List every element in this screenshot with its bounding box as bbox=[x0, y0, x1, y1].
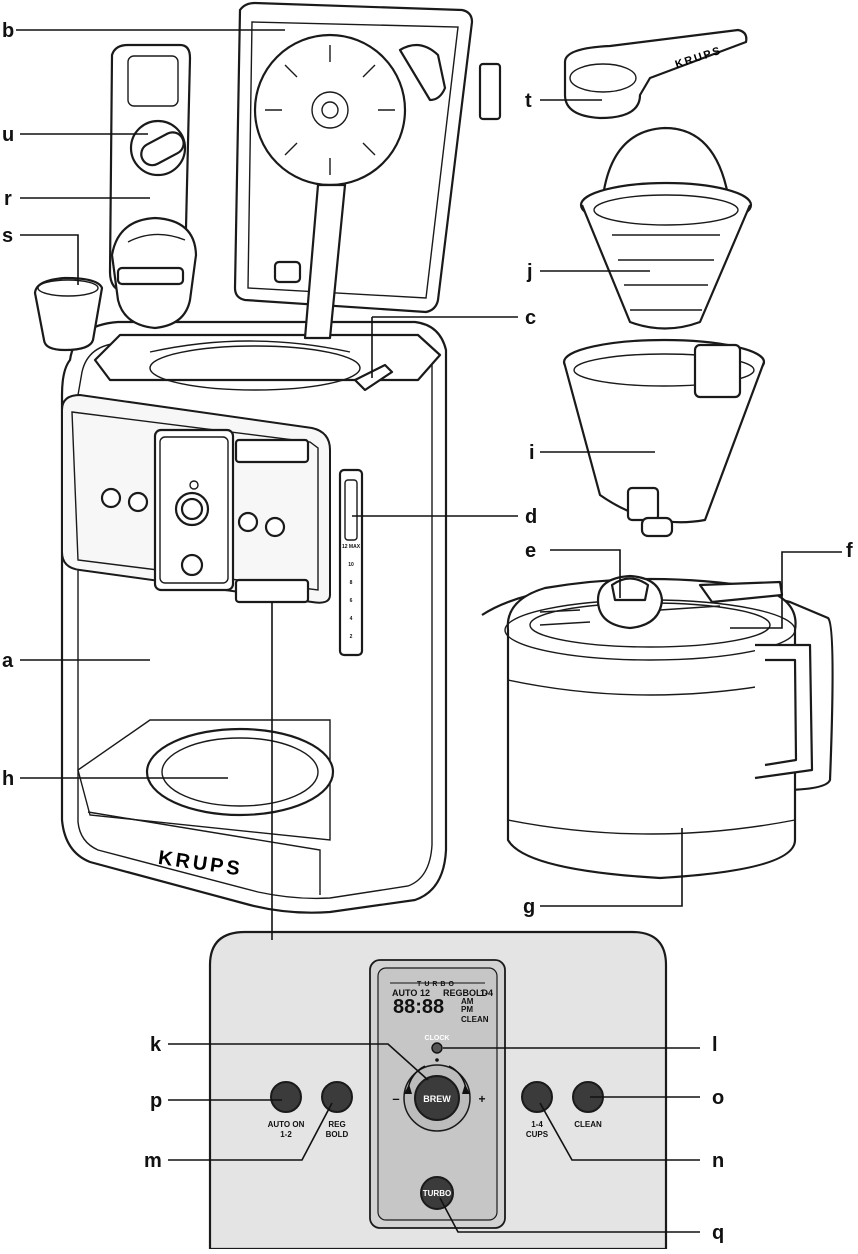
display-hours-label: 12 bbox=[420, 988, 430, 998]
callout-c: c bbox=[525, 307, 536, 329]
callout-f: f bbox=[846, 540, 853, 562]
callout-n: n bbox=[712, 1150, 724, 1172]
clock-label: CLOCK bbox=[425, 1035, 450, 1042]
gauge-mark: 8 bbox=[350, 580, 353, 586]
callout-p: p bbox=[150, 1090, 162, 1112]
callout-s: s bbox=[2, 225, 13, 247]
callout-d: d bbox=[525, 506, 537, 528]
water-cup bbox=[33, 276, 104, 352]
lcd-display: TURBO AUTO 12 REGBOLD 1-4 88:88 AM PM CL… bbox=[390, 981, 493, 1024]
display-pm: PM bbox=[461, 1005, 473, 1014]
callout-q: q bbox=[712, 1222, 724, 1244]
callout-i: i bbox=[529, 442, 535, 464]
water-gauge-marks: 12 MAX 10 8 6 4 2 bbox=[342, 544, 361, 640]
display-am: AM bbox=[461, 997, 474, 1006]
display-auto-label: AUTO bbox=[392, 988, 417, 998]
auto-on-button[interactable] bbox=[270, 1081, 302, 1113]
display-regbold-label: REGBOLD bbox=[443, 988, 489, 998]
permanent-filter bbox=[579, 126, 753, 330]
auto-on-label: AUTO ON bbox=[268, 1120, 305, 1129]
callout-r: r bbox=[4, 188, 12, 210]
clean-label: CLEAN bbox=[574, 1120, 602, 1129]
callout-h: h bbox=[2, 768, 14, 790]
display-digits: 88:88 bbox=[393, 996, 444, 1018]
reg-bold-button[interactable] bbox=[321, 1081, 353, 1113]
callout-a: a bbox=[2, 650, 14, 672]
gauge-mark: 2 bbox=[350, 634, 353, 640]
water-tank bbox=[108, 43, 198, 330]
turbo-button-label: TURBO bbox=[423, 1189, 451, 1198]
cups-sub-label: CUPS bbox=[526, 1130, 549, 1139]
display-turbo-label: TURBO bbox=[417, 981, 457, 988]
callout-labels: b u r s t c j i d e f a h g k l p o m n … bbox=[2, 20, 853, 1244]
coffee-scoop: KRUPS bbox=[563, 28, 748, 120]
plus-label: + bbox=[478, 1092, 485, 1106]
callout-o: o bbox=[712, 1087, 724, 1109]
filter-holder bbox=[562, 338, 766, 538]
display-clean: CLEAN bbox=[461, 1015, 489, 1024]
auto-on-sub-label: 1-2 bbox=[280, 1130, 292, 1139]
callout-e: e bbox=[525, 540, 536, 562]
callout-b: b bbox=[2, 20, 14, 42]
callout-k: k bbox=[150, 1034, 162, 1056]
display-one-four-label: 1-4 bbox=[480, 988, 493, 998]
brew-label: BREW bbox=[423, 1094, 451, 1104]
callout-g: g bbox=[523, 896, 535, 918]
bold-label: BOLD bbox=[326, 1130, 349, 1139]
gauge-mark: 4 bbox=[350, 616, 353, 622]
callout-l: l bbox=[712, 1034, 718, 1056]
coffee-maker-body: KRUPS bbox=[60, 1, 502, 914]
callout-u: u bbox=[2, 124, 14, 146]
cups-button[interactable] bbox=[521, 1081, 553, 1113]
gauge-mark: 12 MAX bbox=[342, 544, 361, 550]
turbo-button[interactable] bbox=[420, 1176, 454, 1210]
gauge-mark: 6 bbox=[350, 598, 353, 604]
callout-j: j bbox=[526, 261, 533, 283]
brew-button[interactable] bbox=[414, 1075, 460, 1121]
minus-label: – bbox=[392, 1091, 399, 1106]
callout-m: m bbox=[144, 1150, 162, 1172]
cups-label: 1-4 bbox=[531, 1120, 543, 1129]
clock-button[interactable] bbox=[431, 1042, 443, 1054]
leader-lines bbox=[16, 29, 842, 1233]
reg-label: REG bbox=[328, 1120, 345, 1129]
callout-t: t bbox=[525, 90, 532, 112]
gauge-mark: 10 bbox=[348, 562, 354, 568]
carafe bbox=[481, 574, 834, 880]
control-panel-zoom: TURBO AUTO 12 REGBOLD 1-4 88:88 AM PM CL… bbox=[208, 930, 668, 1251]
